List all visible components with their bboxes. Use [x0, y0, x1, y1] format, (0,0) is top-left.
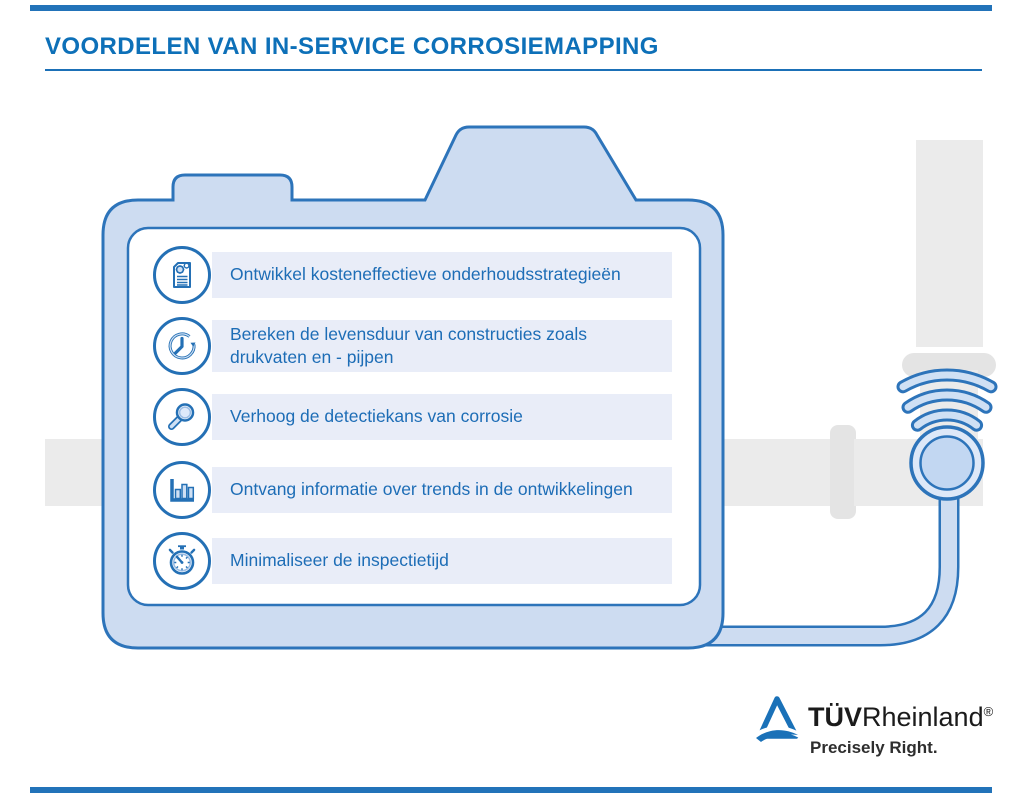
- benefit-bar: Ontvang informatie over trends in de ont…: [212, 467, 672, 513]
- brand-block: TÜVRheinland® Precisely Right.: [755, 694, 1015, 764]
- cable: [705, 495, 960, 647]
- benefit-bar: Ontwikkel kosteneffectieve onderhoudsstr…: [212, 252, 672, 298]
- benefit-bar: Verhoog de detectiekans van corrosie: [212, 394, 672, 440]
- brand-tuv: TÜV: [808, 702, 862, 732]
- benefit-text: Bereken de levensduur van constructies z…: [230, 323, 588, 367]
- benefit-row-2: Bereken de levensduur van constructies z…: [153, 317, 672, 375]
- bottom-accent-bar: [30, 787, 992, 793]
- probe-sensor: [909, 425, 985, 501]
- pipe-flange-horizontal: [830, 425, 856, 519]
- benefit-text: Ontwikkel kosteneffectieve onderhoudsstr…: [230, 264, 621, 285]
- benefit-row-4: Ontvang informatie over trends in de ont…: [153, 461, 672, 519]
- clock-history-icon: [153, 317, 211, 375]
- pipe-right-segment: [718, 439, 838, 506]
- benefit-list: Ontwikkel kosteneffectieve onderhoudsstr…: [153, 246, 672, 603]
- benefit-text: Verhoog de detectiekans van corrosie: [230, 406, 523, 427]
- benefit-row-5: Minimaliseer de inspectietijd: [153, 532, 672, 590]
- top-accent-bar: [30, 5, 992, 11]
- benefit-text: Ontvang informatie over trends in de ont…: [230, 479, 633, 500]
- pipe-vertical-segment: [916, 140, 983, 347]
- tuv-rheinland-logo-icon: [755, 696, 799, 742]
- page-title: VOORDELEN VAN IN-SERVICE CORROSIEMAPPING: [45, 33, 659, 60]
- wifi-signal-icon: [896, 368, 998, 432]
- title-divider: [45, 69, 982, 71]
- report-gears-icon: [153, 246, 211, 304]
- brand-tagline: Precisely Right.: [810, 738, 938, 757]
- benefit-text: Minimaliseer de inspectietijd: [230, 550, 449, 571]
- magnifier-icon: [153, 388, 211, 446]
- pipe-left-segment: [45, 439, 110, 506]
- benefit-bar: Minimaliseer de inspectietijd: [212, 538, 672, 584]
- bar-chart-icon: [153, 461, 211, 519]
- stopwatch-icon: [153, 532, 211, 590]
- benefit-row-3: Verhoog de detectiekans van corrosie: [153, 388, 672, 446]
- brand-wordmark: TÜVRheinland®: [808, 702, 993, 733]
- benefit-bar: Bereken de levensduur van constructies z…: [212, 319, 672, 373]
- benefit-row-1: Ontwikkel kosteneffectieve onderhoudsstr…: [153, 246, 672, 304]
- registered-mark: ®: [983, 704, 994, 719]
- brand-rheinland: Rheinland: [862, 702, 984, 732]
